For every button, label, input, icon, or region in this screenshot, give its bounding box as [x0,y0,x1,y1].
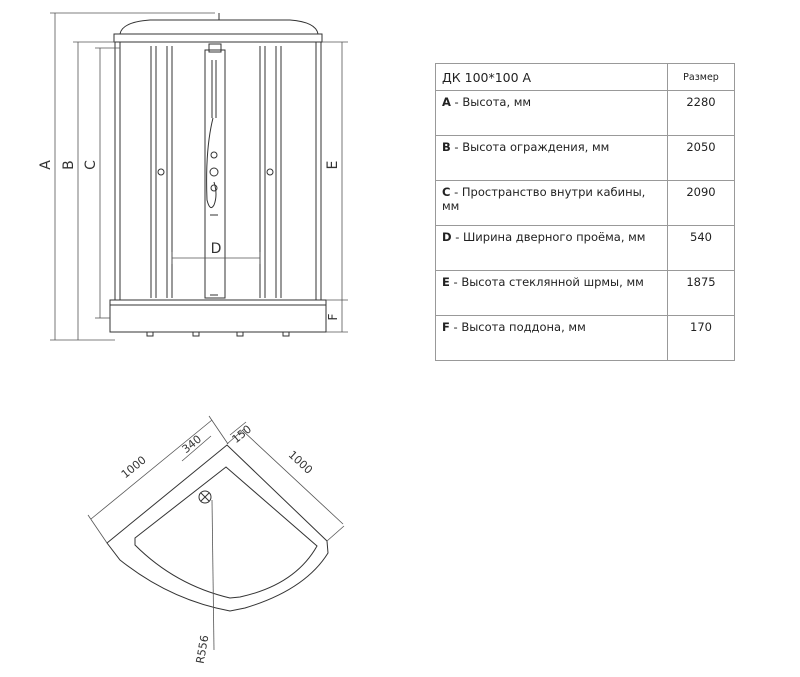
row-value: 2090 [667,180,735,226]
spec-table: ДК 100*100 А Размер A - Высота, мм 2280 … [435,63,735,361]
control-knob [210,151,218,159]
shower-column [204,49,226,299]
dim-label-b: B [61,160,77,170]
cabin-roof [119,19,319,35]
shower-hose [206,117,217,209]
size-column-header: Размер [667,63,735,91]
roof-rim [113,33,323,43]
row-label: B - Высота ограждения, мм [435,135,668,181]
spec-table-header: ДК 100*100 А Размер [435,63,735,91]
shower-tray [109,299,327,333]
model-name: ДК 100*100 А [435,63,668,91]
table-row: F - Высота поддона, мм 170 [435,315,735,361]
top-dim-1000-right: 1000 [286,448,315,477]
door-handle-right [266,168,274,176]
front-view [109,13,327,337]
dim-label-d: D [211,241,222,257]
row-value: 540 [667,225,735,271]
top-dimension-lines [87,415,345,651]
dim-label-e: E [325,161,341,170]
top-dim-340: 340 [180,433,205,456]
row-value: 170 [667,315,735,361]
table-row: A - Высота, мм 2280 [435,90,735,136]
top-dim-150: 150 [230,423,255,446]
row-label: C - Пространство внутри кабины, мм [435,180,668,226]
row-value: 2280 [667,90,735,136]
dim-label-a: A [38,160,54,170]
control-knob-main [209,167,219,177]
top-dim-1000-left: 1000 [119,453,149,481]
top-dim-radius: R556 [194,634,212,664]
table-row: B - Высота ограждения, мм 2050 [435,135,735,181]
table-row: D - Ширина дверного проёма, мм 540 [435,225,735,271]
row-label: D - Ширина дверного проёма, мм [435,225,668,271]
top-view [106,444,329,612]
door-handle-left [157,168,165,176]
front-dimension-lines [50,12,348,341]
row-label: F - Высота поддона, мм [435,315,668,361]
dim-label-f: F [326,313,340,320]
row-label: A - Высота, мм [435,90,668,136]
row-label: E - Высота стеклянной шрмы, мм [435,270,668,316]
table-row: C - Пространство внутри кабины, мм 2090 [435,180,735,226]
table-row: E - Высота стеклянной шрмы, мм 1875 [435,270,735,316]
tray-outline-inner [134,466,318,599]
row-value: 1875 [667,270,735,316]
dim-label-c: C [83,160,99,170]
row-value: 2050 [667,135,735,181]
tray-outline-outer [106,444,329,612]
drain [198,490,212,504]
